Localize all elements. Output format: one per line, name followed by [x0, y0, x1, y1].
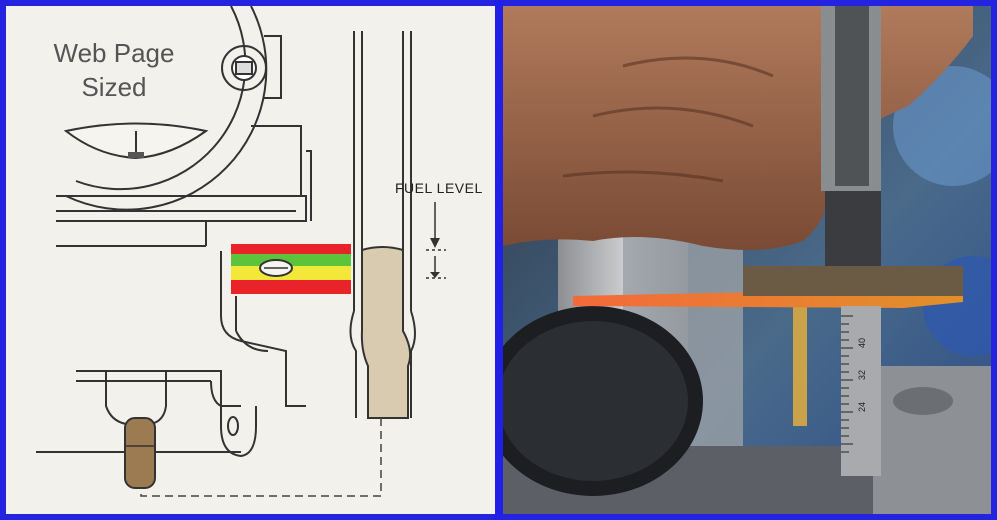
top-plate — [56, 195, 307, 222]
gauge-head — [825, 191, 881, 271]
housing-arc-inner — [75, 6, 247, 191]
ruler-label-40: 40 — [857, 338, 867, 348]
bowl-right-wall — [220, 251, 306, 407]
measurement-photo: 40 32 24 — [503, 6, 991, 514]
band-green — [231, 254, 351, 266]
ruler-label-32: 32 — [857, 370, 867, 380]
needle-valve — [124, 417, 156, 489]
carburetor-diagram: Web Page Sized FUEL LEVEL — [6, 6, 495, 514]
band-red-bottom — [231, 280, 351, 294]
fuel-column — [360, 246, 412, 419]
bolt-outer — [221, 45, 267, 91]
pivot-bracket — [220, 406, 257, 458]
diagram-caption: Web Page Sized — [34, 36, 194, 104]
level-arrow-down — [430, 238, 440, 248]
panel-divider — [495, 0, 503, 520]
caption-line-1: Web Page — [53, 38, 175, 68]
brass-pin — [793, 306, 807, 426]
photo-drawing: 40 32 24 — [503, 6, 991, 514]
pivot-hole — [227, 416, 239, 436]
ruler-ticks — [841, 315, 853, 453]
band-red-top — [231, 244, 351, 254]
fuel-level-label: FUEL LEVEL — [395, 180, 483, 196]
gauge-crossbar — [743, 266, 963, 296]
caption-line-2: Sized — [81, 72, 147, 102]
gauge-ruler — [841, 306, 881, 476]
housing-arc-outer — [65, 6, 268, 211]
level-arrow-up — [430, 272, 440, 278]
ruler-label-24: 24 — [857, 402, 867, 412]
diagram-drawing — [36, 6, 446, 497]
fuel-line-dashed — [140, 418, 382, 497]
